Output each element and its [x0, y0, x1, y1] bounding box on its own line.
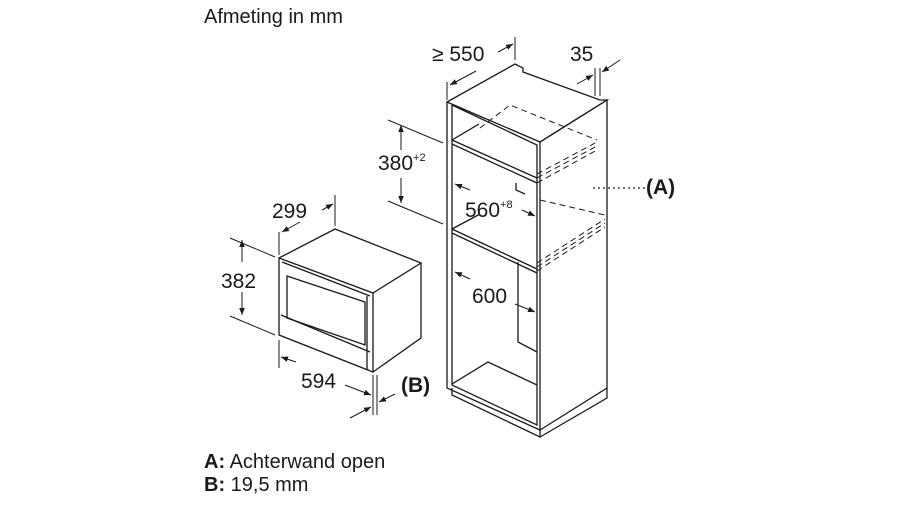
legend-item-a: A: Achterwand open — [204, 451, 385, 474]
tall-cabinet — [445, 63, 645, 439]
niche-width-value: 560 — [465, 199, 501, 222]
cabinet-width-label: 600 — [472, 285, 508, 308]
legend-text: Achterwand open — [225, 451, 386, 473]
callout-b: (B) — [401, 374, 431, 397]
cabinet-dimension-lines — [387, 37, 621, 313]
niche-height-label: 380+2 — [378, 152, 426, 176]
diagram-title: Afmeting in mm — [204, 6, 343, 28]
appliance-width-label: 594 — [301, 370, 337, 393]
callout-a: (A) — [646, 176, 676, 199]
appliance-height-label: 382 — [221, 270, 257, 293]
niche-height-tolerance: +2 — [413, 152, 426, 164]
cabinet-offset-label: 35 — [570, 43, 594, 66]
niche-height-value: 380 — [378, 152, 414, 175]
appliance-depth-label: 299 — [272, 200, 308, 223]
niche-width-tolerance: +8 — [500, 199, 513, 211]
appliance-dimension-lines — [229, 195, 396, 419]
legend-key: A: — [204, 451, 226, 473]
legend-text: 19,5 mm — [225, 474, 309, 496]
built-in-microwave — [278, 228, 423, 373]
niche-width-label: 560+8 — [465, 199, 513, 223]
legend-key: B: — [204, 474, 226, 496]
legend-item-b: B: 19,5 mm — [204, 474, 308, 497]
cabinet-depth-label: ≥ 550 — [432, 43, 485, 66]
